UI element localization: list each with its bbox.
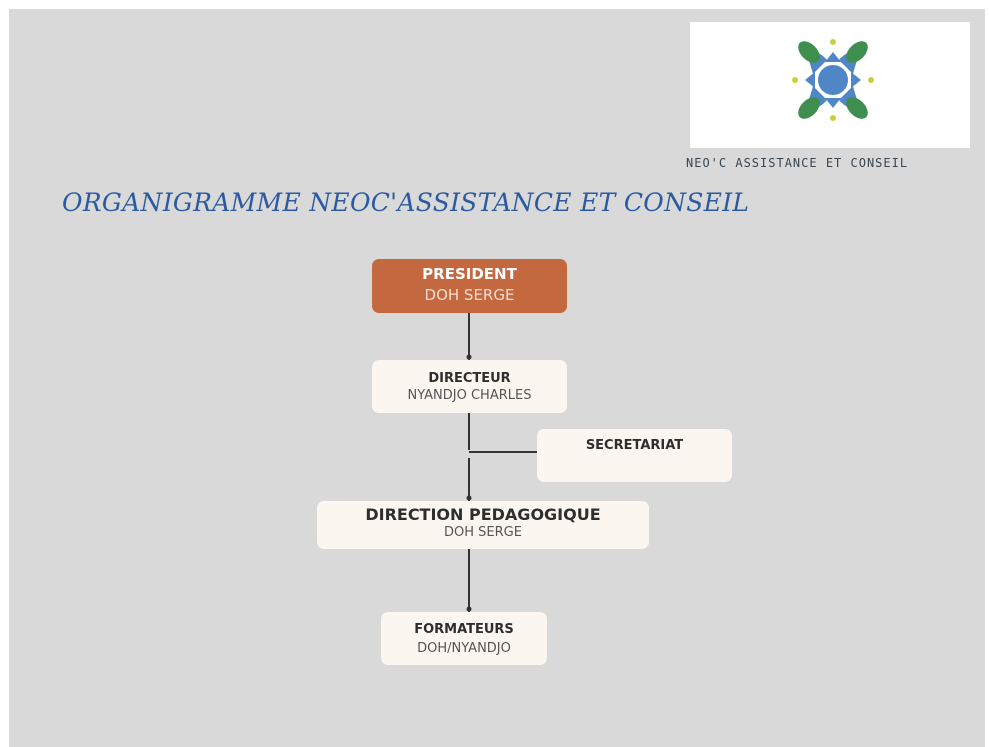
logo-caption: NEO'C ASSISTANCE ET CONSEIL [686, 156, 909, 170]
connector-dot [466, 606, 472, 612]
flower-logo-icon [792, 39, 874, 121]
connector-dot [466, 495, 472, 501]
page-title: ORGANIGRAMME NEOC'ASSISTANCE ET CONSEIL [62, 188, 750, 217]
node-role: FORMATEURS [414, 622, 514, 637]
node-role: SECRETARIAT [585, 438, 684, 453]
node-formateurs: FORMATEURS DOH/NYANDJO [381, 612, 547, 665]
node-name: DOH/NYANDJO [417, 641, 511, 656]
node-name: NYANDJO CHARLES [407, 388, 532, 403]
node-direction-pedagogique: DIRECTION PEDAGOGIQUE DOH SERGE [317, 501, 649, 549]
node-secretariat: SECRETARIAT [537, 429, 732, 482]
node-role: DIRECTEUR [428, 371, 511, 386]
logo [690, 22, 970, 148]
node-role: PRESIDENT [422, 265, 517, 283]
node-role: DIRECTION PEDAGOGIQUE [365, 505, 601, 524]
node-president: PRESIDENT DOH SERGE [372, 259, 567, 313]
node-name: DOH SERGE [444, 525, 522, 540]
node-directeur: DIRECTEUR NYANDJO CHARLES [372, 360, 567, 413]
node-name: DOH SERGE [424, 286, 515, 304]
connector-dot [466, 354, 472, 360]
